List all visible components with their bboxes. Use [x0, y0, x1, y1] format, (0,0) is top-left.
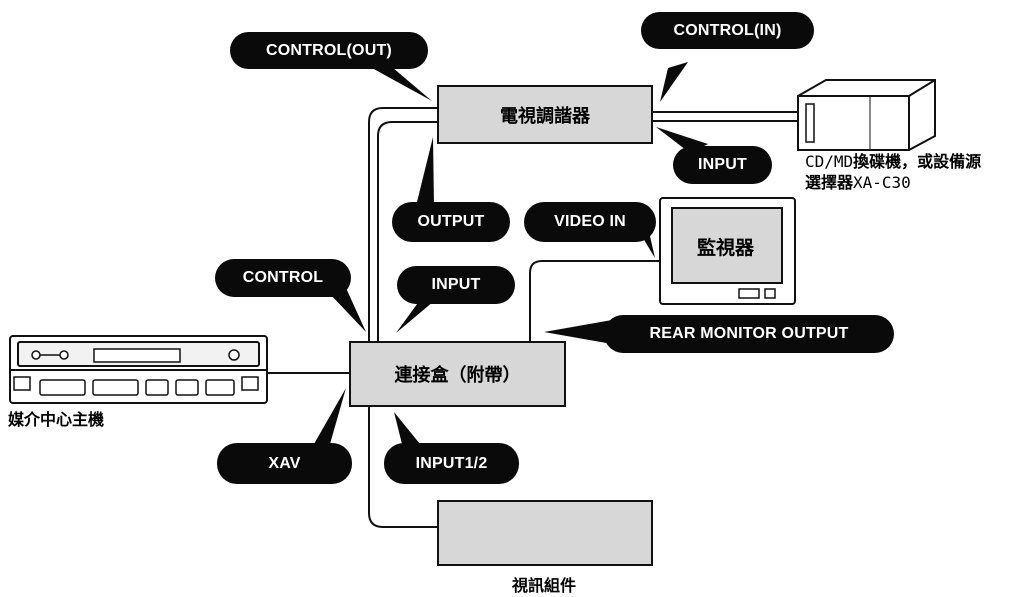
visual-component-box: [437, 500, 653, 566]
cable-rear-monitor: [529, 260, 660, 341]
callout-tail-input12: [394, 412, 420, 444]
changer-caption: CD/MD換碟機，或設備源 選擇器XA-C30: [805, 151, 981, 193]
monitor-device: [659, 197, 796, 305]
media-center-device: [9, 335, 268, 404]
changer-caption-line2: 選擇器XA-C30: [805, 172, 981, 193]
changer-caption-model-a: CD/MD: [805, 152, 854, 171]
callout-tail-control-in: [660, 62, 688, 102]
visual-component-caption: 視訊組件: [512, 576, 577, 595]
callout-control-in: CONTROL(IN): [641, 12, 814, 49]
changer-device: [797, 79, 936, 151]
media-center-caption: 媒介中心主機: [8, 410, 105, 429]
connection-box-label: 連接盒（附帶）: [394, 365, 521, 386]
callout-input-tuner: INPUT: [673, 146, 772, 184]
callout-control: CONTROL: [215, 259, 351, 297]
callout-rear-monitor-output: REAR MONITOR OUTPUT: [604, 315, 894, 353]
changer-caption-text-b: 選擇器: [805, 173, 854, 192]
changer-caption-text-a: 換碟機，或設備源: [853, 152, 982, 171]
cable-inner: [377, 121, 437, 341]
callout-video-in: VIDEO IN: [524, 202, 656, 242]
callout-tail-input-box: [396, 296, 440, 333]
callout-tail-rear-monitor: [544, 320, 612, 344]
tuner-label: 電視調諧器: [500, 105, 590, 127]
callout-tail-xav: [314, 388, 346, 444]
tuner-box: 電視調諧器: [437, 85, 653, 144]
changer-caption-line1: CD/MD換碟機，或設備源: [805, 151, 981, 172]
callout-control-out: CONTROL(OUT): [230, 32, 428, 69]
callout-input-box: INPUT: [397, 266, 515, 304]
callout-output: OUTPUT: [392, 202, 510, 242]
callout-xav: XAV: [217, 443, 352, 484]
cable-outer: [368, 107, 437, 528]
callout-tail-control-out: [372, 62, 432, 101]
callout-input12: INPUT1/2: [384, 443, 519, 484]
changer-caption-model-b: XA-C30: [853, 173, 911, 192]
callout-tail-control: [330, 288, 366, 332]
connection-box: 連接盒（附帶）: [349, 341, 566, 407]
callout-tail-output: [416, 137, 434, 206]
monitor-label: 監視器: [697, 237, 755, 259]
